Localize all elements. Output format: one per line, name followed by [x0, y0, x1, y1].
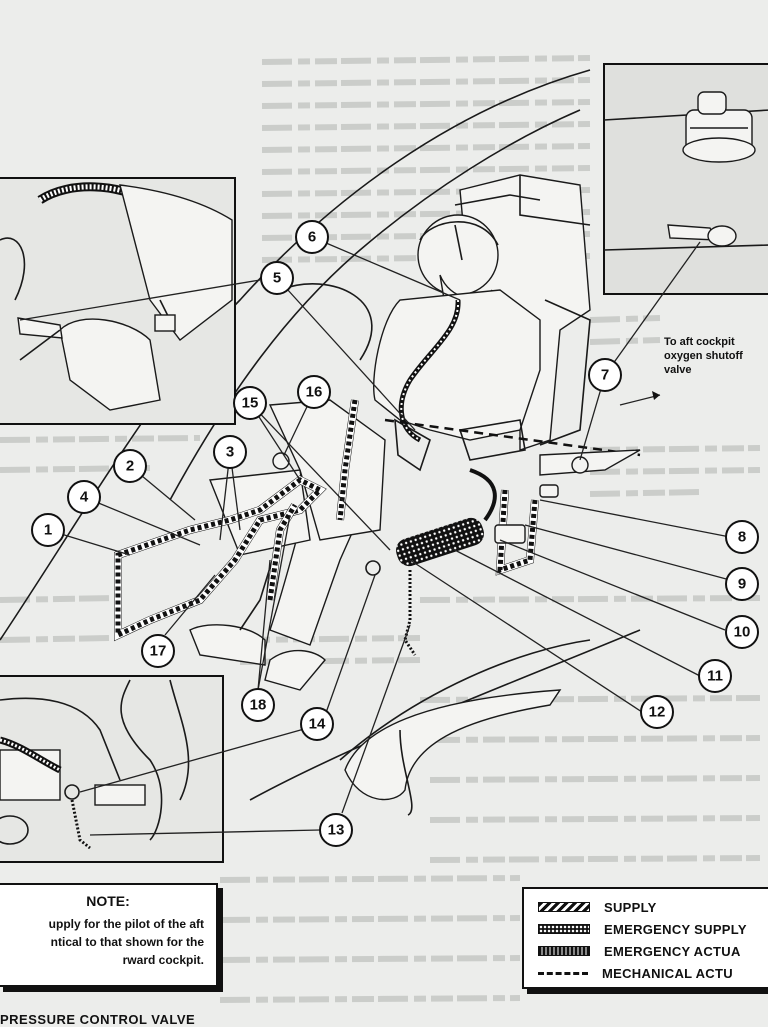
callout-label: 16 — [306, 384, 323, 401]
emergency-lanyard — [365, 560, 417, 656]
callout-label: 8 — [738, 529, 746, 546]
inset-top-right — [603, 63, 768, 295]
oxygen-hose — [398, 299, 497, 522]
callout-10: 10 — [725, 615, 759, 649]
note-line-1: upply for the pilot of the aft — [48, 917, 204, 931]
supply-lines — [114, 399, 539, 642]
intake-nose-shape — [344, 689, 562, 816]
inset-bottom-left — [0, 675, 224, 863]
legend-item-supply: SUPPLY — [538, 897, 657, 917]
shutoff-handle-icon — [667, 224, 737, 247]
callout-15: 15 — [233, 386, 267, 420]
callout-3: 3 — [213, 435, 247, 469]
legend-item-mechanical-actuation: MECHANICAL ACTU — [538, 963, 733, 983]
legend-label: MECHANICAL ACTU — [602, 965, 733, 981]
callout-label: 1 — [44, 522, 52, 539]
emergency-oxygen-bottle — [395, 517, 485, 567]
callout-label: 4 — [80, 489, 89, 506]
callout-6: 6 — [295, 220, 329, 254]
supply-swatch-icon — [538, 902, 590, 912]
legend-item-emergency-actuation: EMERGENCY ACTUA — [538, 941, 741, 961]
leader-lines — [19, 236, 731, 836]
callout-label: 10 — [734, 624, 751, 641]
callout-label: 13 — [328, 822, 345, 839]
callout-5: 5 — [260, 261, 294, 295]
callout-1: 1 — [31, 513, 65, 547]
callout-label: 2 — [126, 458, 134, 475]
note-title: NOTE: — [86, 893, 130, 909]
valve-knob-icon — [682, 91, 756, 163]
callout-14: 14 — [300, 707, 334, 741]
callout-label: 5 — [273, 270, 281, 287]
note-box: NOTE: upply for the pilot of the aft nti… — [0, 883, 218, 987]
mechanical-actuation-swatch-icon — [538, 971, 588, 975]
callout-label: 18 — [250, 697, 267, 714]
callout-label: 6 — [308, 229, 316, 246]
mechanical-actuation-line — [384, 418, 641, 457]
legend-box: SUPPLY EMERGENCY SUPPLY EMERGENCY ACTUA … — [522, 887, 768, 989]
callout-16: 16 — [297, 375, 331, 409]
callout-label: 9 — [738, 576, 746, 593]
aft-label-line-1: To aft cockpit — [664, 336, 735, 348]
callout-2: 2 — [113, 449, 147, 483]
callout-label: 14 — [309, 716, 326, 733]
legend-item-emergency-supply: EMERGENCY SUPPLY — [538, 919, 747, 939]
callout-4: 4 — [67, 480, 101, 514]
callout-label: 12 — [649, 704, 666, 721]
note-line-2: ntical to that shown for the — [50, 935, 204, 949]
background-text-texture — [0, 55, 761, 1003]
legend-label: SUPPLY — [604, 899, 657, 915]
callout-9: 9 — [725, 567, 759, 601]
aft-cockpit-shutoff-label: To aft cockpit oxygen shutoff valve — [664, 335, 743, 377]
legend-label: EMERGENCY SUPPLY — [604, 921, 747, 937]
emergency-actuation-swatch-icon — [538, 946, 590, 956]
callout-label: 15 — [242, 395, 259, 412]
callout-12: 12 — [640, 695, 674, 729]
callout-17: 17 — [141, 634, 175, 668]
callout-11: 11 — [698, 659, 732, 693]
emergency-supply-swatch-icon — [538, 924, 590, 934]
seat-fittings — [494, 449, 641, 544]
aft-label-line-2: oxygen shutoff — [664, 350, 743, 362]
footer-caption: PRESSURE CONTROL VALVE — [0, 1012, 196, 1027]
callout-label: 7 — [601, 367, 609, 384]
legend-label: EMERGENCY ACTUA — [604, 943, 741, 959]
callout-label: 11 — [707, 668, 723, 685]
aft-label-line-3: valve — [664, 364, 692, 376]
note-body: upply for the pilot of the aft ntical to… — [0, 915, 216, 969]
callout-label: 3 — [226, 444, 234, 461]
callout-13: 13 — [319, 813, 353, 847]
inset-top-left — [0, 177, 236, 425]
callout-8: 8 — [725, 520, 759, 554]
callout-label: 17 — [150, 643, 167, 660]
callout-7: 7 — [588, 358, 622, 392]
callout-18: 18 — [241, 688, 275, 722]
note-line-3: rward cockpit. — [122, 953, 204, 967]
